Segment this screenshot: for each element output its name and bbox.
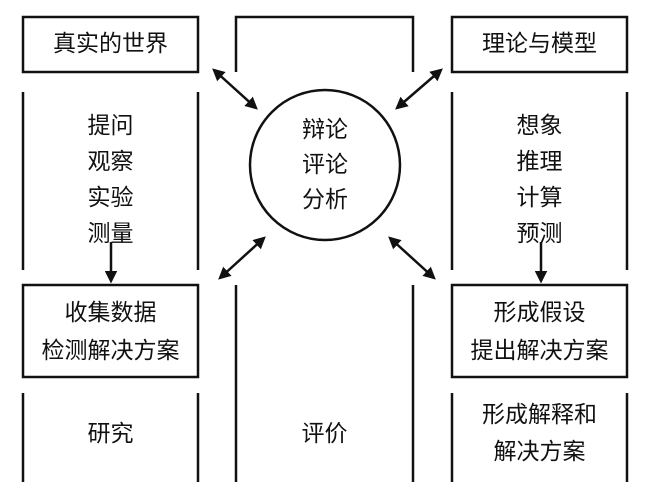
theory-model-label: 理论与模型 <box>482 31 597 57</box>
left-step-ask: 提问 <box>87 113 134 139</box>
collect-data-box <box>21 283 200 379</box>
circle-analysis: 分析 <box>302 187 348 213</box>
arrow-theory-to-circle <box>395 68 443 110</box>
solution-label: 解决方案 <box>493 439 586 465</box>
right-step-predict: 预测 <box>516 221 563 247</box>
arrow-circle-to-hypothesis <box>388 236 436 280</box>
propose-solution-label: 提出解决方案 <box>470 338 609 364</box>
right-step-compute: 计算 <box>516 185 563 211</box>
real-world-box <box>21 15 200 74</box>
research-label: 研究 <box>87 421 134 447</box>
test-solution-label: 检测解决方案 <box>41 338 180 364</box>
arrow-real-world-to-circle <box>212 68 258 110</box>
form-hypothesis-label: 形成假设 <box>493 300 586 326</box>
hypothesis-box <box>450 283 629 379</box>
left-step-observe: 观察 <box>87 149 134 175</box>
collect-data-label: 收集数据 <box>64 300 157 326</box>
theory-model-box <box>450 15 629 74</box>
right-step-reason: 推理 <box>516 149 563 175</box>
arrow-circle-to-collect-data <box>218 236 266 280</box>
circle-debate: 辩论 <box>302 117 348 143</box>
center-top-bracket <box>234 15 415 72</box>
circle-review: 评论 <box>302 152 348 178</box>
real-world-label: 真实的世界 <box>53 31 168 57</box>
evaluation-label: 评价 <box>301 421 348 447</box>
right-step-imagine: 想象 <box>516 113 563 139</box>
left-step-experiment: 实验 <box>87 185 134 211</box>
form-explanation-label: 形成解释和 <box>482 402 597 428</box>
debate-circle <box>248 88 402 242</box>
left-step-measure: 测量 <box>87 221 134 247</box>
